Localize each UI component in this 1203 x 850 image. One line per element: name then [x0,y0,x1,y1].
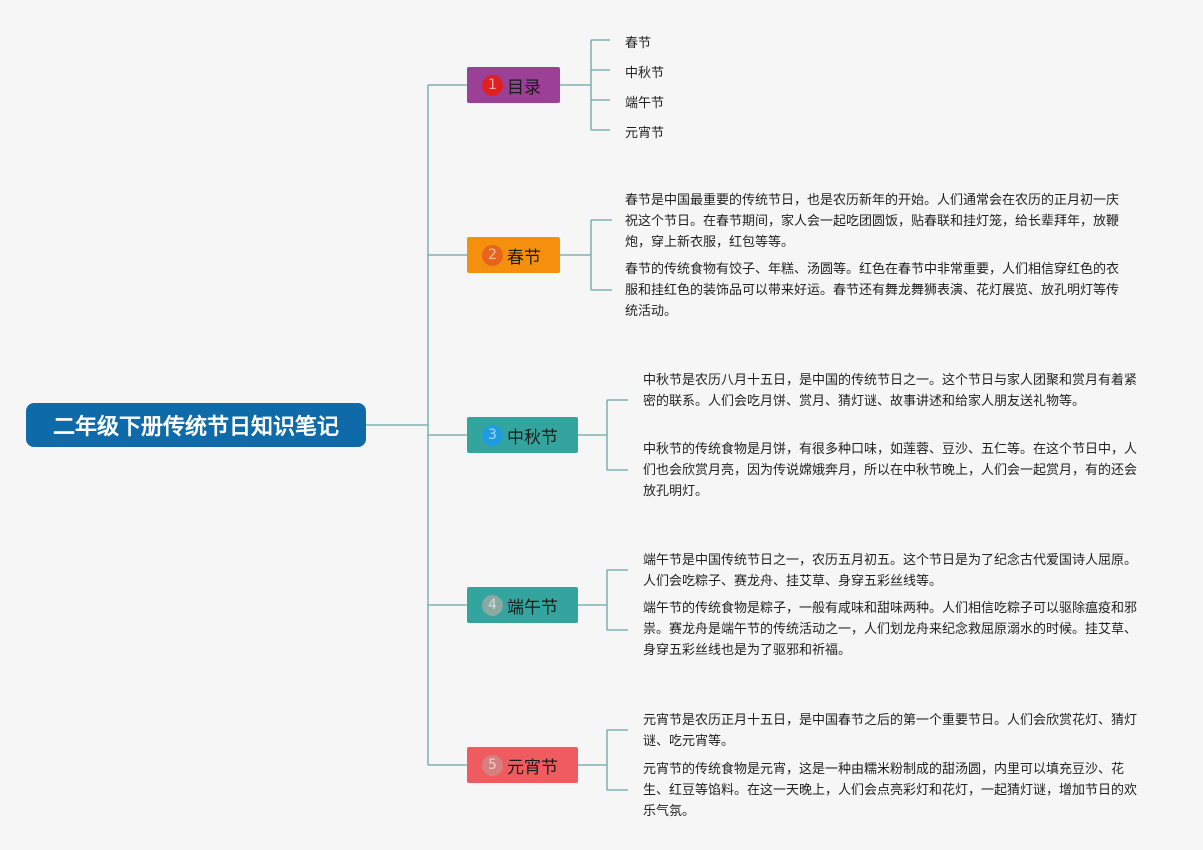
root-topic[interactable]: 二年级下册传统节日知识笔记 [26,403,366,447]
midautumn-paragraph: 中秋节的传统食物是月饼，有很多种口味，如莲蓉、豆沙、五仁等。在这个节日中，人们也… [643,442,1138,499]
lantern-paragraph: 元宵节是农历正月十五日，是中国春节之后的第一个重要节日。人们会欣赏花灯、猜灯谜、… [643,713,1138,749]
spring-paragraph: 春节是中国最重要的传统节日，也是农历新年的开始。人们通常会在农历的正月初一庆祝这… [625,193,1120,250]
midautumn-connector [578,399,628,471]
spring-connector [560,219,612,291]
lantern-connector [578,729,628,791]
number-badge-icon: 5 [482,754,503,776]
topic-label: 元宵节 [507,757,558,778]
topic-label: 目录 [507,77,541,98]
number-badge-icon: 3 [482,424,503,446]
topic-dragon-boat[interactable]: 4 端午节 [467,587,578,623]
topic-lantern[interactable]: 5 元宵节 [467,747,578,783]
number-badge-icon: 4 [482,594,503,616]
toc-item[interactable]: 中秋节 [625,66,665,81]
root-title: 二年级下册传统节日知识笔记 [52,415,339,440]
topic-label: 端午节 [507,597,558,618]
toc-item[interactable]: 春节 [625,36,652,51]
dragonboat-connector [578,569,628,631]
number-badge-icon: 2 [482,244,503,266]
dragonboat-paragraph: 端午节是中国传统节日之一，农历五月初五。这个节日是为了纪念古代爱国诗人屈原。人们… [643,553,1138,589]
topic-toc[interactable]: 1 目录 [467,67,560,103]
topic-label: 中秋节 [507,427,558,448]
midautumn-paragraph: 中秋节是农历八月十五日，是中国的传统节日之一。这个节日与家人团聚和赏月有着紧密的… [643,373,1138,409]
spring-paragraph: 春节的传统食物有饺子、年糕、汤圆等。红色在春节中非常重要，人们相信穿红色的衣服和… [625,262,1120,319]
number-badge-icon: 1 [482,74,503,96]
topic-mid-autumn[interactable]: 3 中秋节 [467,417,578,453]
toc-connector [560,39,610,131]
lantern-paragraph: 元宵节的传统食物是元宵，这是一种由糯米粉制成的甜汤圆，内里可以填充豆沙、花生、红… [643,762,1138,819]
toc-item[interactable]: 端午节 [625,96,665,111]
topic-spring-festival[interactable]: 2 春节 [467,237,560,273]
toc-item[interactable]: 元宵节 [625,126,665,141]
topic-label: 春节 [507,247,541,268]
dragonboat-paragraph: 端午节的传统食物是粽子，一般有咸味和甜味两种。人们相信吃粽子可以驱除瘟疫和邪祟。… [643,601,1138,658]
